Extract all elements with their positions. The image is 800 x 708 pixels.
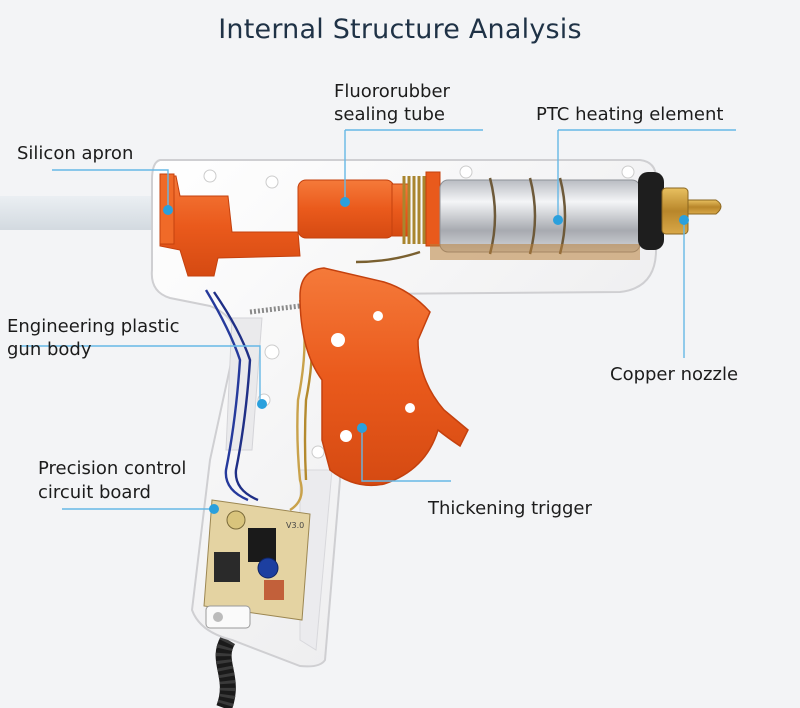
label-precision-line2: circuit board (38, 482, 151, 503)
trigger-part (299, 267, 469, 487)
label-trigger: Thickening trigger (428, 498, 592, 519)
power-cord (215, 635, 236, 708)
label-silicon-apron: Silicon apron (17, 143, 134, 164)
glue-stick (0, 196, 175, 230)
label-precision-line1: Precision control (38, 458, 187, 479)
pcb-marking: V3.0 (286, 521, 304, 530)
copper-nozzle-part (687, 199, 722, 215)
fluororubber-tube-part (297, 179, 395, 239)
silicon-apron-part (159, 175, 301, 277)
callout-dots (163, 197, 689, 514)
label-ptc: PTC heating element (536, 104, 724, 125)
ptc-element-part (439, 179, 641, 253)
label-fluororubber-line2: sealing tube (334, 104, 446, 125)
page-title: Internal Structure Analysis (218, 14, 582, 45)
label-fluororubber-line1: Fluororubber (334, 81, 450, 102)
label-engineering-line2: gun body (7, 339, 92, 360)
label-engineering-line1: Engineering plastic (7, 316, 180, 337)
label-copper-nozzle: Copper nozzle (610, 364, 739, 385)
leader-lines (20, 129, 736, 510)
